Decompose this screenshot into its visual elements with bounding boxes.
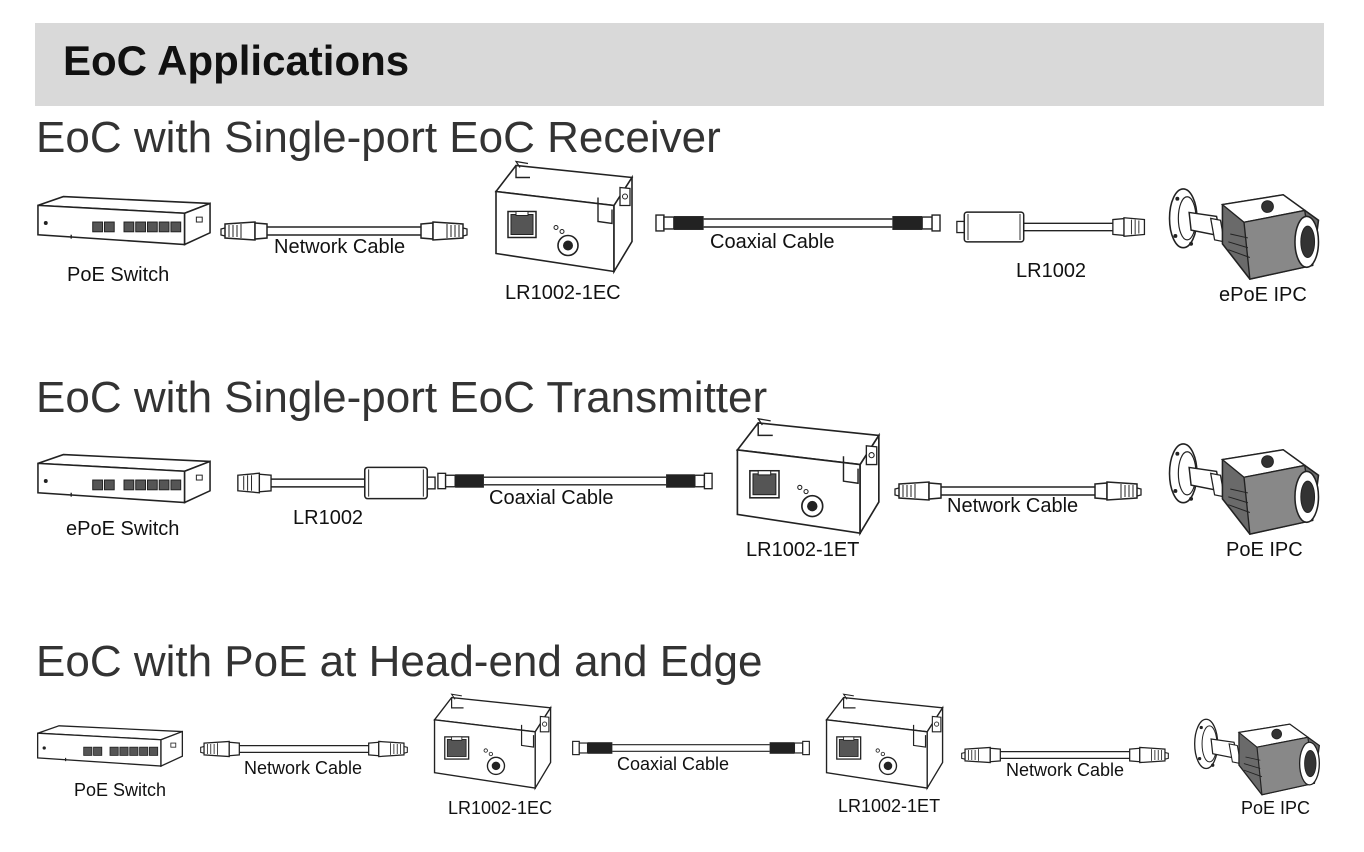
lr1002-adapter-icon: [956, 211, 1146, 243]
lr1002-1et-label: LR1002-1ET: [838, 796, 941, 816]
lr1002-label: LR1002: [1016, 260, 1087, 282]
network-cable-label: Network Cable: [244, 758, 363, 778]
eoc-module-icon: [736, 418, 880, 535]
poe-ipc-label: PoE IPC: [1241, 798, 1311, 818]
eoc-module-icon: [433, 693, 552, 789]
poe-switch-label: PoE Switch: [74, 780, 167, 800]
section-title-transmitter: EoC with Single-port EoC Transmitter: [36, 373, 768, 422]
page-title: EoC Applications: [63, 37, 410, 84]
lr1002-1ec-label: LR1002-1EC: [505, 282, 621, 304]
network-cable-label: Network Cable: [1006, 760, 1125, 780]
section-title-receiver: EoC with Single-port EoC Receiver: [36, 113, 721, 162]
switch-icon: [37, 453, 211, 504]
lr1002-1ec-label: LR1002-1EC: [448, 798, 553, 818]
bullet-camera-icon: [1168, 443, 1320, 535]
lr1002-adapter-icon: [237, 466, 436, 500]
eoc-module-icon: [825, 693, 944, 789]
switch-icon: [36, 725, 184, 767]
bullet-camera-icon: [1194, 718, 1320, 796]
coaxial-cable-label: Coaxial Cable: [489, 487, 614, 509]
lr1002-label: LR1002: [293, 507, 364, 529]
network-cable-label: Network Cable: [274, 236, 406, 258]
network-cable-label: Network Cable: [947, 495, 1079, 517]
header-banner: EoC Applications: [35, 23, 1324, 106]
lr1002-1et-label: LR1002-1ET: [746, 539, 860, 561]
bullet-camera-icon: [1168, 188, 1320, 280]
poe-switch-label: PoE Switch: [67, 264, 170, 286]
coaxial-cable-label: Coaxial Cable: [617, 754, 730, 774]
eoc-module-icon: [495, 160, 633, 273]
section-title-head-end-edge: EoC with PoE at Head-end and Edge: [36, 637, 763, 686]
switch-icon: [37, 195, 211, 246]
epoe-ipc-label: ePoE IPC: [1219, 284, 1307, 306]
coaxial-cable-label: Coaxial Cable: [710, 231, 835, 253]
epoe-switch-label: ePoE Switch: [66, 518, 180, 540]
poe-ipc-label: PoE IPC: [1226, 539, 1303, 561]
